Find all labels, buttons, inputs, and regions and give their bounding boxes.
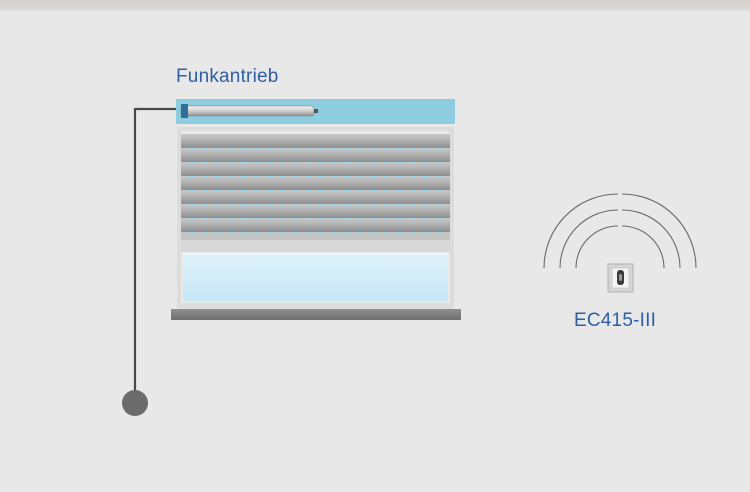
ceiling-edge: [0, 0, 750, 12]
radio-waves-icon: [543, 193, 697, 269]
window-sill: [171, 309, 461, 320]
switch-knob-icon: [617, 270, 624, 285]
transmitter-label: EC415-III: [574, 310, 657, 331]
shutter-slats: [181, 134, 450, 252]
cable-end-icon: [122, 390, 148, 416]
tube-motor-icon: [180, 104, 318, 118]
window-glass: [183, 253, 448, 301]
power-cable: [133, 107, 180, 400]
motor-label: Funkantrieb: [176, 66, 279, 87]
